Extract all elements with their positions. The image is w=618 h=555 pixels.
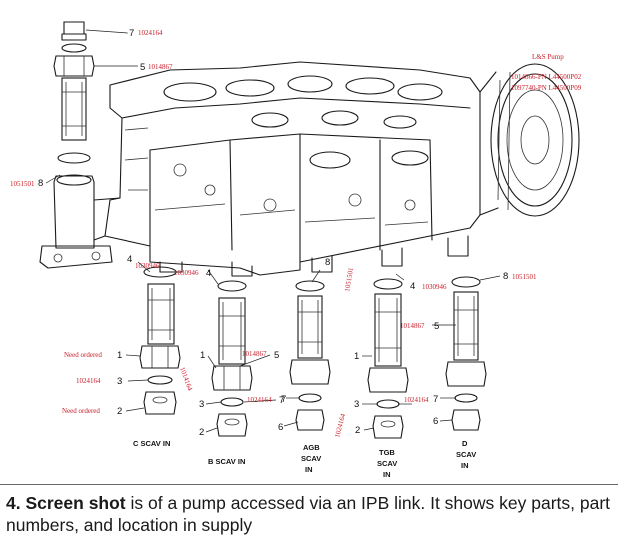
callout-5-top-pn: 1014867 [148,63,173,71]
caption-lead: 4. Screen shot [6,493,126,513]
callout-tgb-4: 4 [410,281,415,292]
filter-stack-b [211,280,253,437]
stack-name-tgb-line1: TGB [379,448,395,457]
callout-8-top: 8 [38,178,43,189]
stack-name-tgb-line3: IN [383,470,391,479]
figure-caption: 4. Screen shot is of a pump accessed via… [6,492,612,536]
callout-tgb-3: 3 [354,399,359,410]
callout-c-diagonal-pn: 1014164 [178,366,194,392]
pump-drive-flange [479,63,580,217]
callout-c-1: 1 [117,350,122,361]
pump-part-number-2: 1097740-PN L44500P09 [511,84,582,92]
stack-name-d-line1: D [462,439,468,448]
need-ordered-1-label: Need ordered [64,351,102,359]
diagram-canvas: L&S Pump 1014866-PN L44500P02 1097740-PN… [10,21,582,479]
callout-b-2: 2 [199,427,204,438]
callout-b-4-pn: 1030946 [174,269,199,277]
stack-name-c: C SCAV IN [133,439,170,448]
stack-name-agb-line3: IN [305,465,313,474]
stack-name-tgb-line2: SCAV [377,459,397,468]
callout-agb-7: 7 [281,394,286,405]
callout-c-2: 2 [117,406,122,417]
callout-d-5-pn: 1014867 [400,322,425,330]
callout-d-6: 6 [433,416,438,427]
callout-5-top: 5 [140,62,145,73]
pump-exploded-diagram: L&S Pump 1014866-PN L44500P02 1097740-PN… [10,21,582,479]
stack-name-agb-line2: SCAV [301,454,321,463]
callout-tgb-3-pn: 1024164 [404,396,429,404]
callout-tgb-2: 2 [355,425,360,436]
stack-name-d-line3: IN [461,461,469,470]
callout-b-1: 1 [200,350,205,361]
filter-stack-agb [289,280,331,431]
callout-tgb-4-pn: 1030946 [422,283,447,291]
callout-c-3: 3 [117,376,122,387]
stack-name-agb-line1: AGB [303,443,320,452]
stack-name-b: B SCAV IN [208,457,245,466]
callout-c-4: 4 [127,254,132,265]
callout-b-7: 7 [279,395,284,406]
filter-stack-tgb [367,278,409,439]
callout-c-4-pn: 1030946 [135,262,160,270]
callout-agb-6: 6 [278,422,283,433]
callout-c-3-pn: 1024164 [76,377,101,385]
callout-agb-8: 8 [325,257,330,268]
callout-tgb-1: 1 [354,351,359,362]
caption-text: is of a pump accessed via an IPB link. I… [6,493,611,535]
callout-b-7-pn: 1024164 [247,396,272,404]
callout-agb-diagonal-pn: 1024164 [333,412,347,438]
callout-d-8: 8 [503,271,508,282]
caption-divider [0,484,618,485]
callout-7-top: 7 [129,28,134,39]
filter-stack-d [445,276,487,431]
leader-lines [45,29,501,433]
pump-part-number-1: 1014866-PN L44500P02 [511,73,582,81]
callout-d-7: 7 [433,394,438,405]
callout-b-5-pn: 1014867 [242,350,267,358]
top-filter-assembly [39,21,121,269]
pump-title-label: L&S Pump [532,53,564,61]
callout-b-5: 5 [274,350,279,361]
callout-8-top-pn: 1051501 [10,180,35,188]
pump-body [104,61,481,277]
callout-b-3: 3 [199,399,204,410]
callout-b-4: 4 [206,268,211,279]
callout-agb-8-pn: 1051501 [343,266,355,292]
filter-stack-c [139,266,181,415]
callout-d-8-pn: 1051501 [512,273,537,281]
stack-name-d-line2: SCAV [456,450,476,459]
callout-7-top-pn: 1024164 [138,29,163,37]
need-ordered-2-label: Need ordered [62,407,100,415]
callout-d-5: 5 [434,321,439,332]
